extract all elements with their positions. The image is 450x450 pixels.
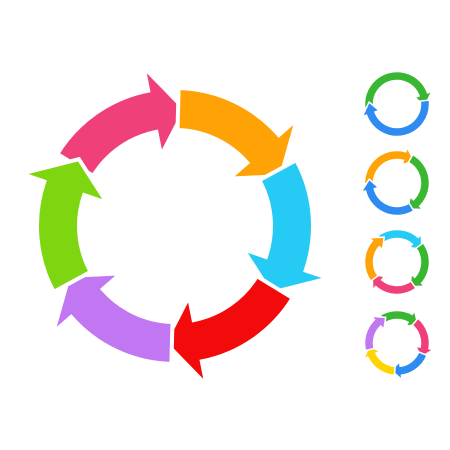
pink-arrow bbox=[54, 60, 188, 179]
orange-arrow bbox=[363, 236, 386, 283]
cyan-arrow bbox=[376, 228, 423, 251]
orange-arrow bbox=[363, 145, 416, 185]
green-arrow bbox=[14, 156, 112, 295]
green-arrow bbox=[378, 308, 419, 328]
purple-arrow bbox=[49, 271, 175, 367]
green-arrow bbox=[408, 241, 431, 288]
purple-arrow bbox=[363, 315, 387, 352]
blue-arrow bbox=[389, 351, 429, 382]
cyan-arrow bbox=[238, 157, 336, 296]
blue-arrow bbox=[359, 178, 415, 217]
green-arrow bbox=[406, 153, 431, 211]
green-arrow bbox=[363, 70, 434, 109]
pink-arrow bbox=[371, 273, 418, 296]
yellow-arrow bbox=[362, 344, 396, 377]
four-step-cycle-cyan-green-pink-orange bbox=[363, 228, 431, 296]
three-step-cycle-orange-green-blue bbox=[359, 145, 431, 217]
red-arrow bbox=[162, 273, 296, 392]
large-six-step-cycle bbox=[14, 60, 336, 392]
orange-arrow bbox=[175, 85, 301, 181]
pink-arrow bbox=[411, 317, 436, 359]
blue-arrow bbox=[360, 99, 431, 138]
two-step-cycle-green-blue bbox=[360, 70, 434, 138]
five-step-cycle-green-pink-blue-yellow-purple bbox=[362, 308, 436, 382]
